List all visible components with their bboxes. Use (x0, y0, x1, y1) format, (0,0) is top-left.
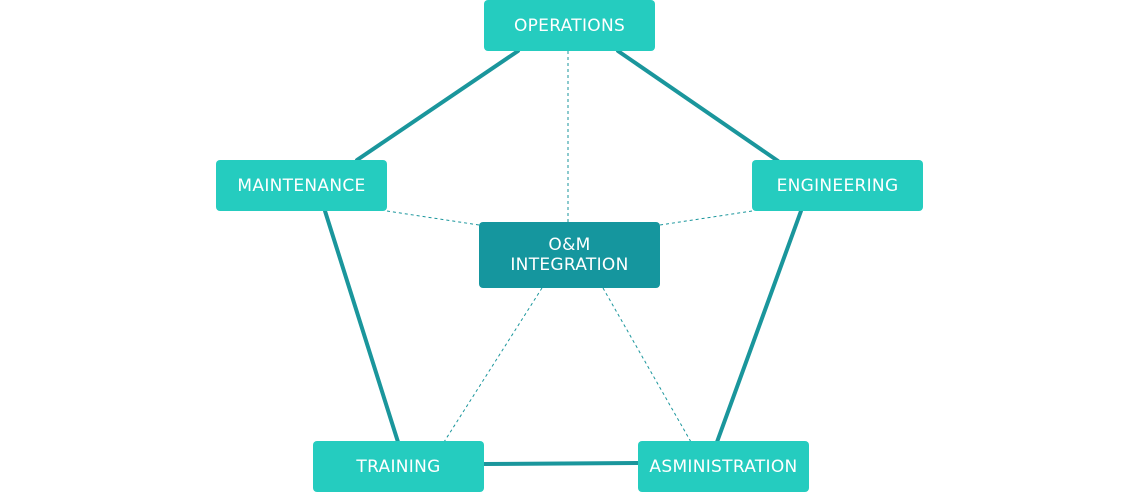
node-operations-label: OPERATIONS (513, 15, 626, 36)
edge-training-maintenance (323, 209, 400, 444)
spoke-center-training (443, 287, 543, 443)
node-center-line2: INTEGRATION (510, 255, 629, 275)
node-center-line1: O&M (548, 235, 591, 255)
edge-maintenance-operations (355, 49, 520, 162)
node-engineering-label: ENGINEERING (776, 175, 899, 196)
spoke-center-maintenance (386, 210, 480, 226)
node-center-om-integration: O&M INTEGRATION (479, 222, 660, 288)
spoke-center-administration (602, 287, 692, 443)
node-training-label: TRAINING (356, 456, 441, 477)
node-administration: ASMINISTRATION (638, 441, 809, 492)
edge-engineering-administration (715, 209, 803, 444)
edge-administration-training (482, 461, 640, 466)
node-maintenance-label: MAINTENANCE (237, 175, 366, 196)
edge-operations-engineering (616, 49, 780, 163)
node-training: TRAINING (313, 441, 484, 492)
spoke-center-engineering (659, 210, 753, 226)
node-administration-label: ASMINISTRATION (649, 456, 798, 477)
node-maintenance: MAINTENANCE (216, 160, 387, 211)
node-engineering: ENGINEERING (752, 160, 923, 211)
node-operations: OPERATIONS (484, 0, 655, 51)
